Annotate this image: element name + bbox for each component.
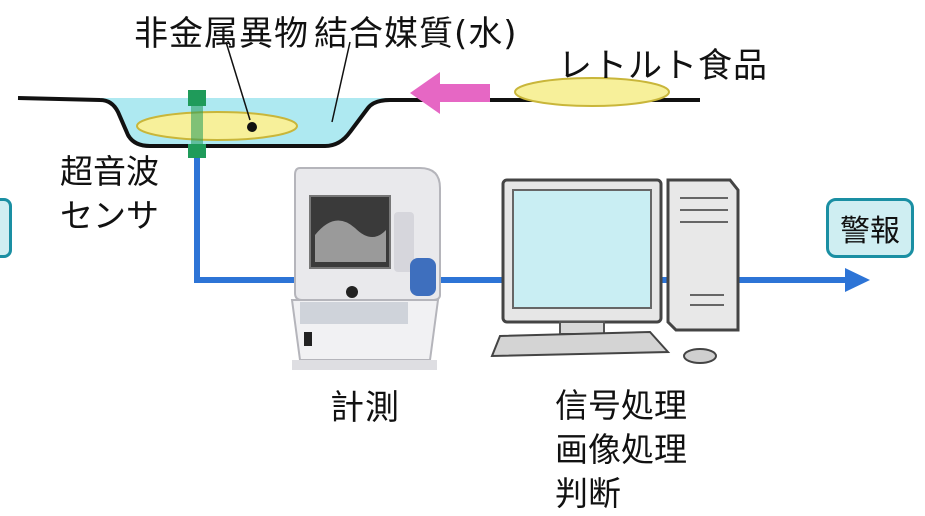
measurement-device-icon — [290, 167, 441, 370]
computer-icon — [490, 178, 740, 364]
label-sensor-line1: 超音波 — [60, 152, 159, 191]
alarm-label: 警報 — [840, 214, 900, 249]
label-judgment: 判断 — [555, 474, 621, 513]
label-processing: 信号処理 画像処理 判断 — [555, 384, 687, 516]
inspection-system-diagram — [17, 41, 870, 370]
signal-arrow-head — [845, 268, 870, 292]
retort-food-incoming — [514, 77, 670, 107]
off-screen-left-box — [0, 198, 12, 258]
label-coupling-medium: 結合媒質(水) — [314, 14, 518, 54]
alarm-box: 警報 — [826, 198, 914, 258]
pointer-foreign-object — [225, 41, 251, 121]
label-retort-food: レトルト食品 — [558, 46, 768, 86]
label-signal-processing: 信号処理 — [555, 386, 687, 425]
conveyor-line — [17, 96, 700, 148]
label-ultrasonic-sensor: 超音波 センサ — [60, 150, 159, 238]
label-foreign-object: 非金属異物 — [134, 14, 309, 54]
ultrasonic-sensor — [188, 90, 206, 158]
retort-food-in-water — [136, 111, 298, 141]
pointer-medium — [331, 41, 351, 123]
label-sensor-line2: センサ — [60, 196, 159, 235]
foreign-object-dot — [247, 122, 257, 132]
label-image-processing: 画像処理 — [555, 430, 687, 469]
flow-arrow — [410, 72, 490, 114]
label-measurement: 計測 — [330, 388, 400, 428]
